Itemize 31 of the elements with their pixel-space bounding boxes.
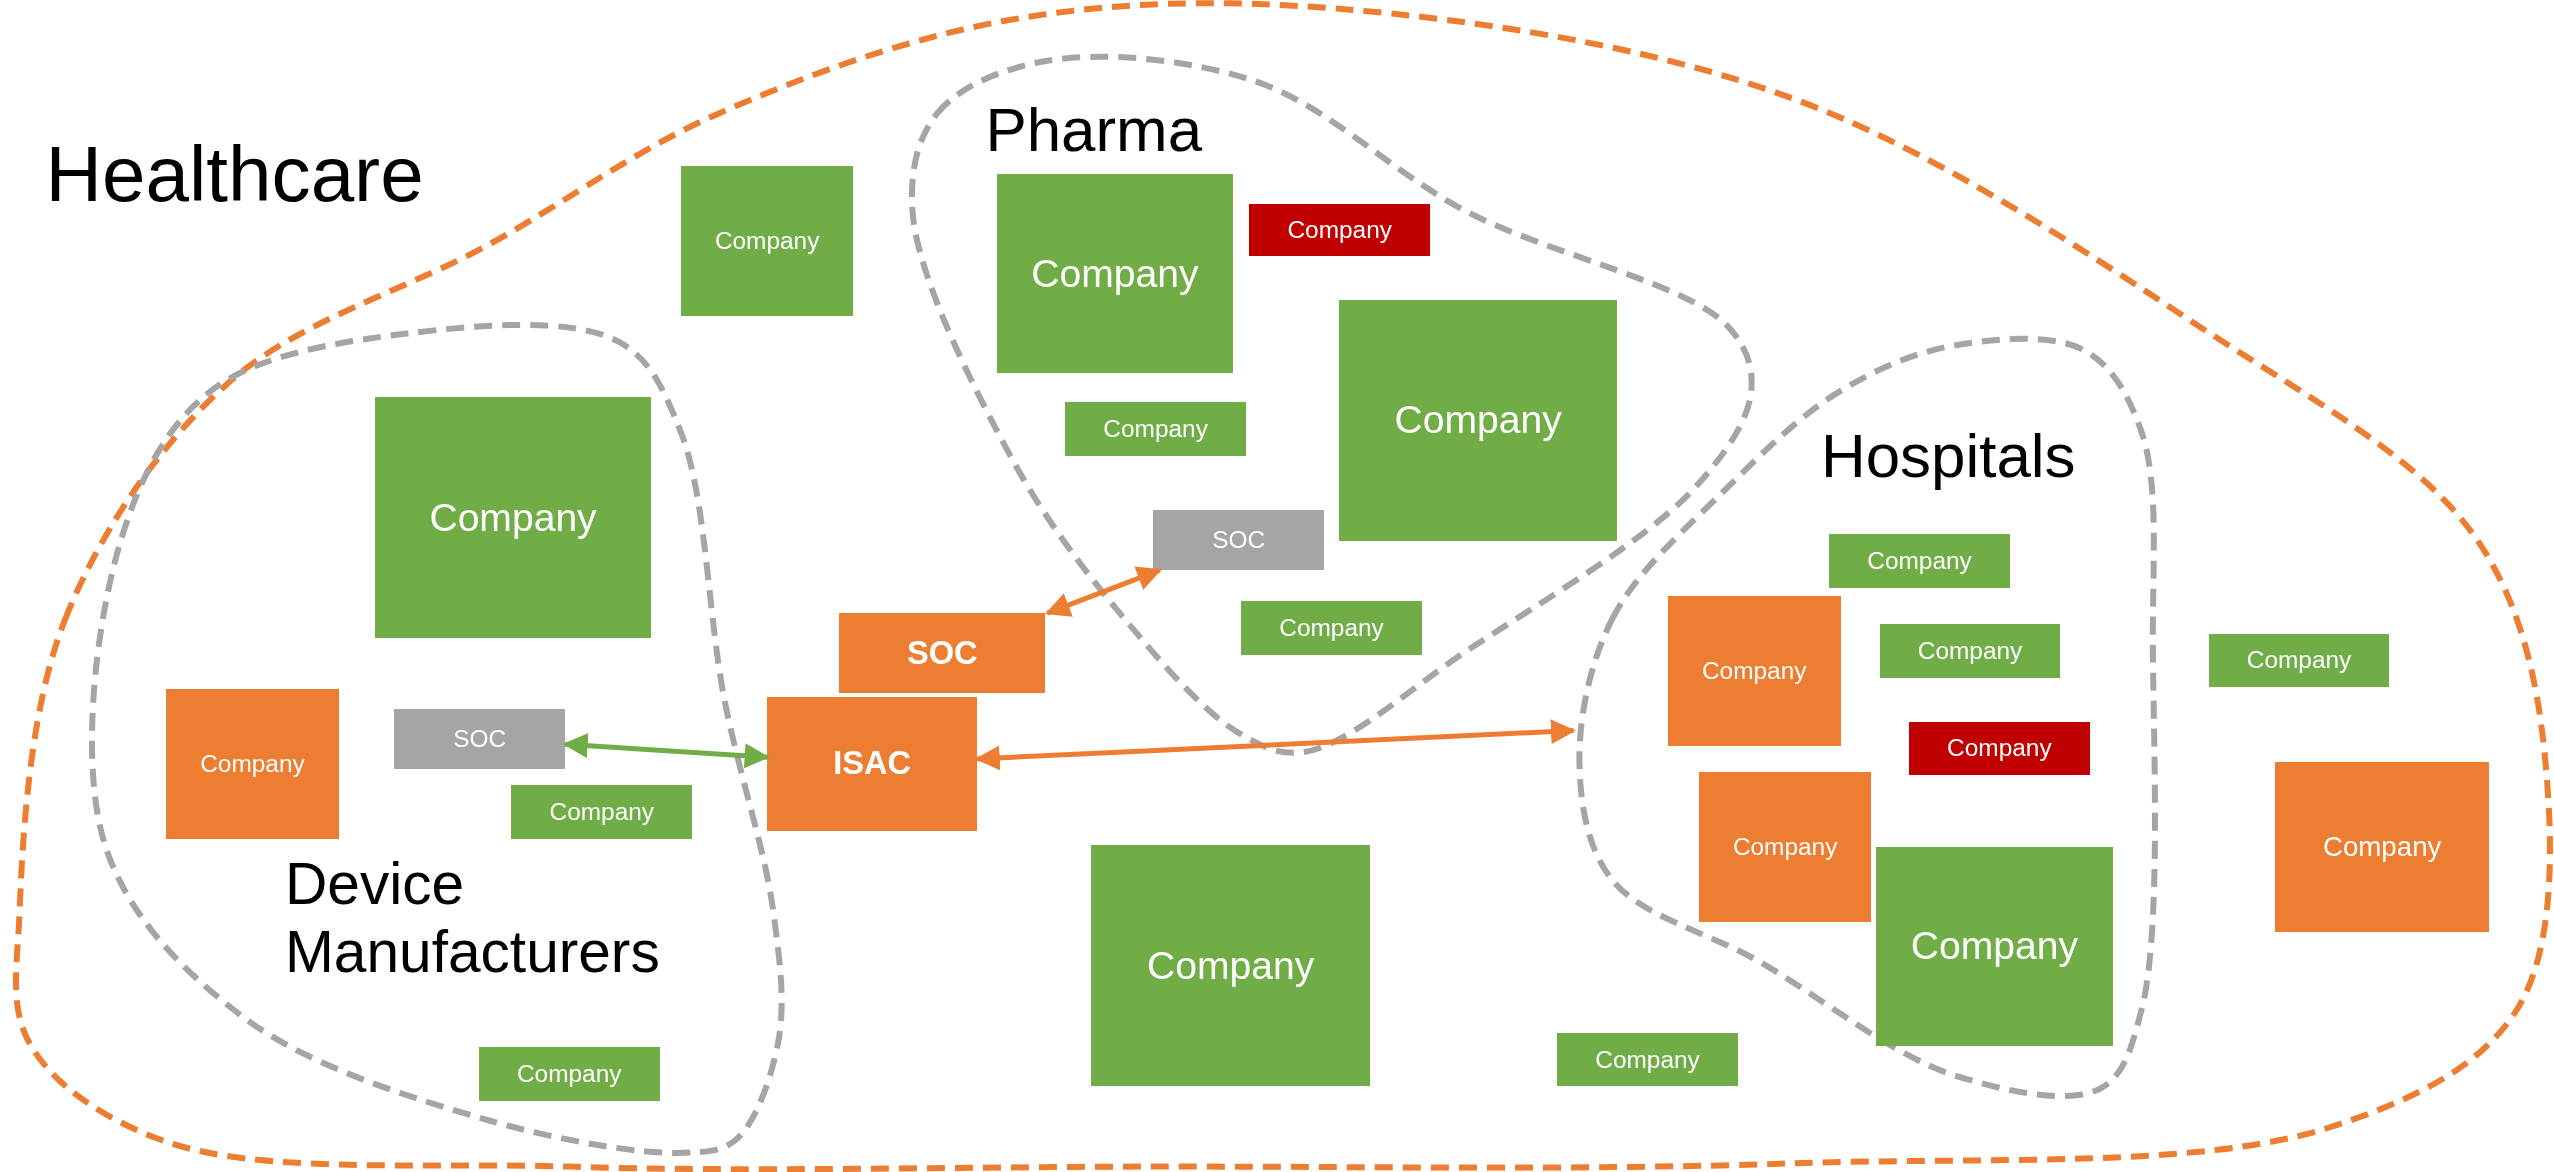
group-label: Device Manufacturers (285, 850, 661, 986)
group-label: Hospitals (1821, 420, 2077, 492)
company-box: Company (374, 397, 652, 639)
company-box: Company (1249, 203, 1431, 256)
double-arrow (562, 733, 770, 769)
group-label: Pharma (985, 94, 1204, 166)
isac-box: ISAC (767, 697, 978, 831)
company-box: Company (1091, 845, 1370, 1087)
company-box: Company (1338, 299, 1618, 541)
company-box: Company (1241, 601, 1422, 655)
double-arrow (974, 719, 1576, 771)
soc-box: SOC (837, 610, 1048, 696)
company-box: Company (1667, 596, 1841, 746)
company-box: Company (680, 166, 854, 316)
double-arrow (1045, 566, 1163, 617)
company-box: Company (1908, 721, 2090, 776)
company-box: Company (478, 1047, 660, 1102)
company-box: SOC (1153, 509, 1325, 571)
company-box: Company (2208, 633, 2390, 688)
company-box: SOC (394, 708, 566, 769)
group-label: Healthcare (45, 130, 425, 221)
company-box: Company (1065, 402, 1247, 457)
company-box: Company (1879, 623, 2061, 678)
company-box: Company (1557, 1032, 1738, 1087)
company-box: Company (996, 174, 1233, 373)
company-box: Company (1698, 772, 1872, 922)
company-box: Company (2275, 762, 2489, 932)
company-box: Company (166, 688, 339, 839)
company-box: Company (1829, 534, 2010, 588)
company-box: Company (1876, 846, 2113, 1046)
company-box: Company (511, 785, 693, 839)
